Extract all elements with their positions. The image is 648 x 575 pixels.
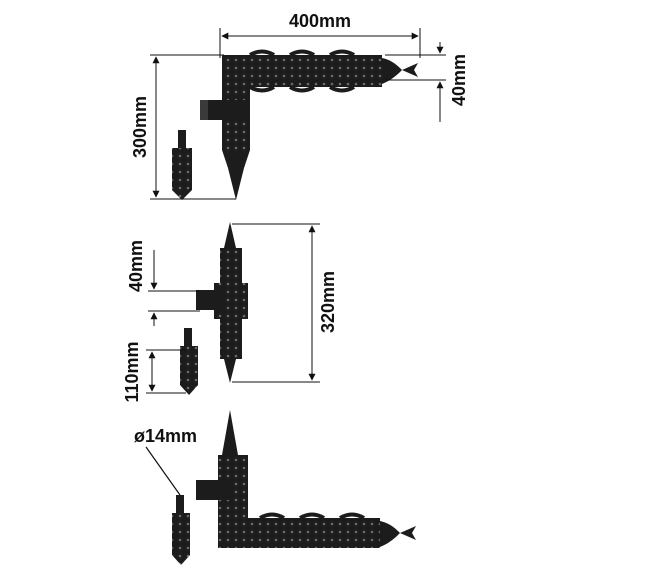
pin-diameter-label: ø14mm xyxy=(134,426,197,446)
pintle-label: 110mm xyxy=(122,341,142,402)
hinge-middle-pintle xyxy=(180,328,198,395)
hinge-bottom: ø14mm xyxy=(134,410,416,565)
pin-diameter-callout: ø14mm xyxy=(134,426,197,496)
hinge-middle-knuckle xyxy=(196,290,226,310)
pintle-dimension: 110mm xyxy=(122,341,186,403)
hinge-top-vertical-strap xyxy=(222,55,250,200)
height-dimension: 300mm xyxy=(130,54,236,200)
hinge-middle-strap xyxy=(214,222,248,383)
strap-width-dimension-top: 40mm xyxy=(385,42,469,122)
hinge-bottom-knuckle xyxy=(196,480,230,500)
height-label-middle: 320mm xyxy=(318,271,338,333)
hinge-top-pintle xyxy=(172,130,192,200)
height-label: 300mm xyxy=(130,96,150,158)
hinge-bottom-pintle xyxy=(172,495,190,565)
hinge-middle: 320mm 40mm 110mm xyxy=(122,222,338,403)
height-dimension-middle: 320mm xyxy=(232,223,338,383)
hinge-top: 400mm 300mm 40mm xyxy=(130,11,469,200)
hinge-top-knuckle xyxy=(200,100,248,120)
strap-width-dimension-middle: 40mm xyxy=(126,240,200,326)
strap-width-label-middle: 40mm xyxy=(126,240,146,292)
hinge-bottom-horizontal-strap xyxy=(218,512,416,548)
width-dimension: 400mm xyxy=(219,11,421,58)
strap-width-label-top: 40mm xyxy=(449,54,469,106)
hinge-top-horizontal-strap xyxy=(222,49,418,93)
width-label: 400mm xyxy=(289,11,351,31)
